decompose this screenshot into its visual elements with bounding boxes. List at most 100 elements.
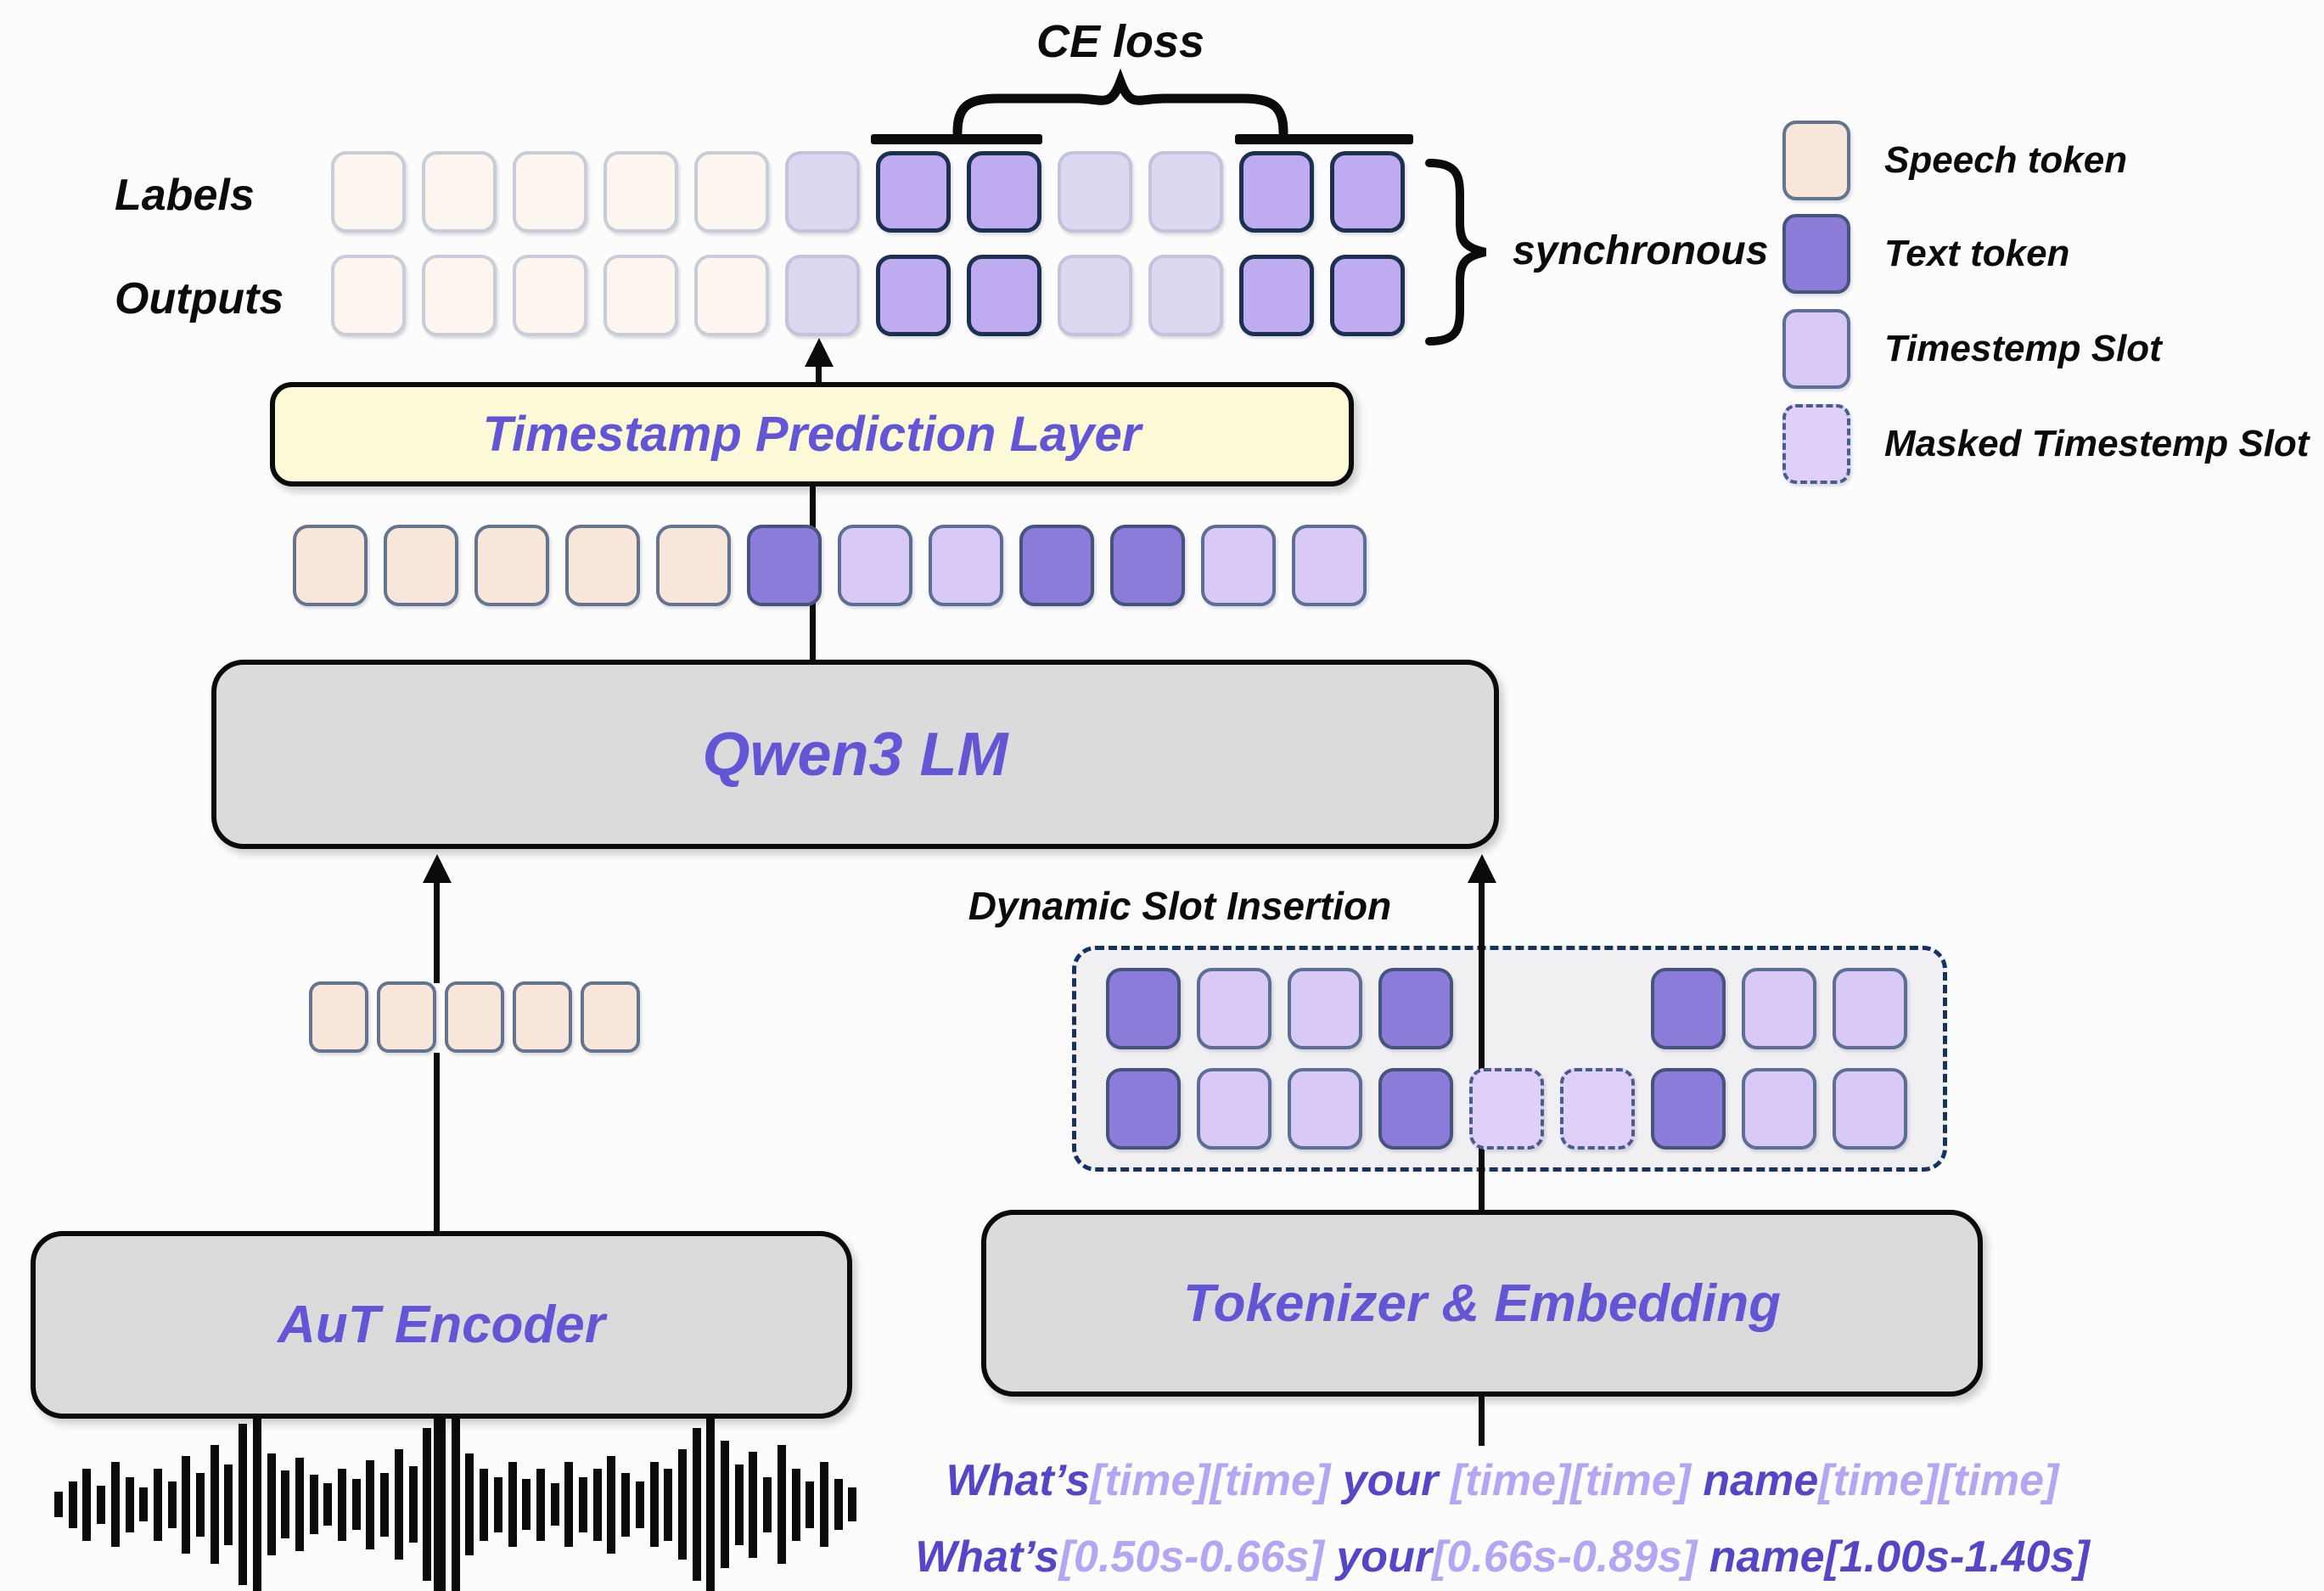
slot-token [1197, 968, 1271, 1049]
waveform-bar [635, 1481, 644, 1528]
waveform-bar [777, 1445, 786, 1564]
waveform-bar [436, 1373, 446, 1591]
slot-faded-token [785, 151, 860, 233]
waveform-bar [791, 1468, 800, 1541]
slot-token [1742, 968, 1816, 1049]
qwen3-lm-box: Qwen3 LM [211, 660, 1499, 849]
ce-underline-right [1235, 134, 1413, 144]
waveform-bar [848, 1487, 857, 1521]
speech-faded-token [513, 255, 587, 336]
waveform-bar [110, 1462, 120, 1547]
waveform-bar [806, 1481, 815, 1528]
waveform-bar [721, 1441, 730, 1568]
ce-underline-left [871, 134, 1042, 144]
audio-waveform [54, 1369, 857, 1591]
waveform-bar [621, 1472, 631, 1537]
slot-token [1288, 1068, 1362, 1150]
waveform-bar [819, 1462, 828, 1547]
text-token [1110, 525, 1185, 606]
waveform-bar [366, 1459, 375, 1549]
speech-token [513, 981, 572, 1053]
waveform-bar [182, 1455, 191, 1554]
speech-token [377, 981, 436, 1053]
legend-item-text: Text token [1782, 214, 2069, 294]
speech-faded-token [603, 255, 678, 336]
transcript-segment: name [1690, 1456, 1819, 1505]
waveform-bar [97, 1485, 106, 1524]
arrowhead-left-to-qwen [423, 854, 452, 883]
line-aut-to-tokens [434, 1053, 440, 1231]
arrowhead-right-to-qwen [1468, 854, 1496, 883]
speech-faded-token [603, 151, 678, 233]
text-token [1019, 525, 1094, 606]
waveform-bar [536, 1468, 545, 1541]
arrow-line-yellow-to-outputs [816, 362, 822, 384]
aut-encoder-box: AuT Encoder [31, 1231, 852, 1419]
speech-faded-token [694, 151, 769, 233]
waveform-bar [338, 1468, 347, 1541]
legend-item-slot: Timestemp Slot [1782, 309, 2162, 389]
waveform-bar [664, 1468, 673, 1541]
transcript-segment: name [1697, 1532, 1825, 1582]
transcript-segment: your [1330, 1456, 1451, 1505]
waveform-bar [323, 1483, 333, 1526]
timestamp-prediction-layer-box: Timestamp Prediction Layer [270, 382, 1354, 486]
transcript-segment: [time][time] [1818, 1456, 2059, 1505]
waveform-bar [281, 1470, 290, 1538]
text-token [1378, 968, 1453, 1049]
masked-token [1469, 1068, 1544, 1150]
text-row-token [967, 255, 1041, 336]
waveform-bar [493, 1476, 502, 1532]
waveform-bar [351, 1479, 361, 1530]
speech-token [384, 525, 458, 606]
line-text-to-tokenizer [1479, 1397, 1485, 1446]
slot-token [1288, 968, 1362, 1049]
transcript-segment: [time][time] [1450, 1456, 1691, 1505]
token-gap [1560, 968, 1635, 1049]
legend-item-masked: Masked Timestemp Slot [1782, 404, 2309, 484]
slot-token [1833, 968, 1907, 1049]
synchronous-label: synchronous [1513, 228, 1769, 273]
dynamic-slot-insertion-label: Dynamic Slot Insertion [968, 884, 1392, 928]
line-waveform-to-aut [434, 1419, 440, 1591]
middle-token-row [293, 525, 1367, 606]
speech-token [474, 525, 549, 606]
speech-faded-token [422, 255, 497, 336]
waveform-bar [68, 1481, 77, 1528]
transcript-timestamps-line: What’s[0.50s-0.66s] your[0.66s-0.89s] na… [866, 1532, 2139, 1583]
arrow-line-aut-to-qwen [434, 880, 440, 983]
text-row-token [1330, 255, 1405, 336]
text-row-token [1330, 151, 1405, 233]
waveform-bar [82, 1468, 92, 1541]
outputs-caption: Outputs [115, 274, 284, 323]
slot-token [1197, 1068, 1271, 1150]
speech-token [565, 525, 640, 606]
waveform-bar [309, 1475, 318, 1534]
waveform-bar [210, 1445, 219, 1564]
speech-token [293, 525, 368, 606]
text-row-token [876, 151, 951, 233]
text-token [1106, 1068, 1181, 1150]
waveform-bar [579, 1476, 588, 1532]
waveform-bar [522, 1479, 531, 1530]
waveform-bar [677, 1449, 687, 1560]
waveform-bar [125, 1476, 134, 1532]
transcript-segment: [0.50s-0.66s] [1058, 1532, 1324, 1582]
waveform-bar [734, 1464, 744, 1545]
waveform-bar [692, 1428, 701, 1581]
legend-item-speech: Speech token [1782, 121, 2127, 200]
slot-faded-token [1058, 255, 1132, 336]
tokenizer-embedding-title: Tokenizer & Embedding [1183, 1273, 1781, 1333]
text-row-token [1239, 255, 1314, 336]
waveform-bar [239, 1424, 248, 1585]
waveform-bar [408, 1466, 418, 1543]
transcript-segment: What’s [946, 1456, 1091, 1505]
speech-faded-token [694, 255, 769, 336]
waveform-bar [423, 1428, 432, 1581]
masked-token [1560, 1068, 1635, 1150]
waveform-bar [607, 1455, 616, 1554]
transcript-segment: your [1323, 1532, 1433, 1582]
speech-token [656, 525, 731, 606]
text-token [1106, 968, 1181, 1049]
